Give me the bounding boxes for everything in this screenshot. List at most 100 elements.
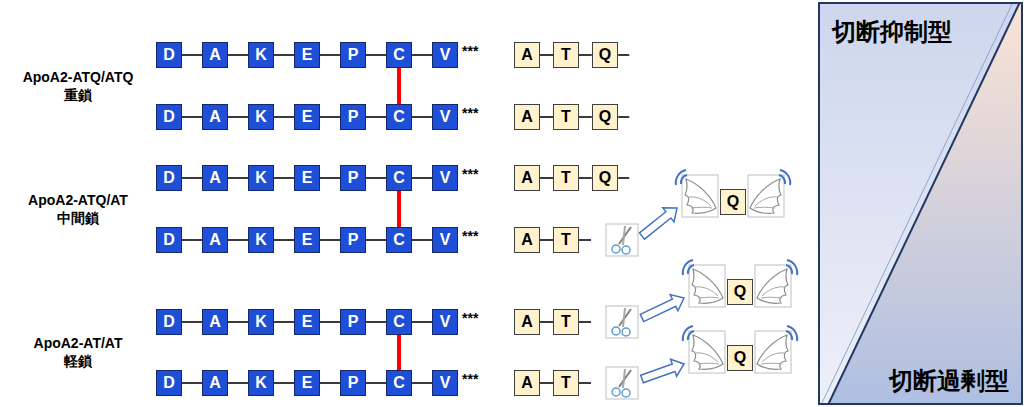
residue-letter: A: [209, 229, 221, 251]
residue-box: A: [514, 42, 540, 68]
residue-letter: D: [163, 167, 175, 189]
residue-letter: A: [209, 106, 221, 128]
wings-icon: [676, 170, 790, 217]
residue-box: D: [156, 370, 182, 396]
residue-box: E: [294, 227, 320, 253]
residue-box: D: [156, 104, 182, 130]
residue-box: P: [340, 42, 366, 68]
sequence-ellipsis: ***: [462, 43, 478, 60]
residue-box: A: [202, 42, 228, 68]
residue-letter: V: [440, 167, 451, 189]
residue-box: C: [386, 309, 412, 335]
residue-letter: V: [440, 106, 451, 128]
sequence-ellipsis: ***: [462, 228, 478, 245]
peptide-bond: [540, 177, 553, 179]
residue-letter: A: [209, 44, 221, 66]
residue-box: T: [553, 370, 579, 396]
peptide-bond: [366, 54, 386, 56]
residue-box: T: [553, 42, 579, 68]
residue-box: V: [432, 370, 458, 396]
panel-diagonal: [821, 2, 1013, 405]
residue-letter: C: [393, 44, 405, 66]
residue-box: A: [514, 104, 540, 130]
peptide-bond: [182, 382, 202, 384]
illustration: [579, 55, 797, 399]
residue-box: A: [514, 165, 540, 191]
residue-box: T: [553, 309, 579, 335]
residue-letter: K: [255, 167, 267, 189]
residue-letter: V: [440, 372, 451, 394]
residue-letter: A: [209, 311, 221, 333]
residue-box: C: [386, 165, 412, 191]
residue-letter: Q: [599, 106, 611, 128]
peptide-bond: [579, 54, 592, 56]
residue-box: C: [386, 227, 412, 253]
residue-box: K: [248, 165, 274, 191]
residue-letter: E: [302, 106, 313, 128]
disulfide-bond: [397, 68, 401, 104]
residue-letter: T: [561, 311, 571, 333]
residue-box: C: [386, 104, 412, 130]
peptide-bond: [182, 54, 202, 56]
residue-box: T: [553, 165, 579, 191]
peptide-bond: [274, 382, 294, 384]
peptide-bond: [366, 321, 386, 323]
panel-heading: 切断過剰型: [889, 367, 1009, 395]
residue-letter: A: [521, 44, 533, 66]
peptide-bond: [182, 177, 202, 179]
released-residue-box: Q: [720, 189, 746, 215]
residue-letter: E: [302, 229, 313, 251]
residue-box: A: [202, 370, 228, 396]
residue-letter: D: [163, 311, 175, 333]
residue-letter: D: [163, 106, 175, 128]
residue-letter: K: [255, 229, 267, 251]
peptide-bond: [540, 239, 553, 241]
residue-letter: K: [255, 311, 267, 333]
residue-letter: D: [163, 372, 175, 394]
residue-letter: P: [348, 167, 359, 189]
residue-letter: P: [348, 106, 359, 128]
peptide-bond: [412, 177, 432, 179]
scissors-icon: [606, 224, 638, 256]
residue-box: E: [294, 370, 320, 396]
residue-box: A: [514, 227, 540, 253]
chain-stub: [618, 116, 629, 118]
residue-box: P: [340, 104, 366, 130]
residue-box: D: [156, 309, 182, 335]
residue-letter: E: [302, 311, 313, 333]
residue-letter: P: [348, 229, 359, 251]
chain-stub: [618, 177, 629, 179]
peptide-bond: [540, 382, 553, 384]
residue-box: Q: [592, 42, 618, 68]
peptide-bond: [412, 321, 432, 323]
peptide-bond: [228, 382, 248, 384]
residue-letter: E: [302, 372, 313, 394]
residue-letter: D: [163, 44, 175, 66]
peptide-bond: [274, 321, 294, 323]
peptide-bond: [320, 177, 340, 179]
disulfide-bond: [397, 191, 401, 227]
variant-name: ApoA2-AT/AT: [34, 335, 123, 352]
peptide-bond: [320, 54, 340, 56]
peptide-bond: [412, 116, 432, 118]
residue-box: K: [248, 42, 274, 68]
peptide-bond: [228, 177, 248, 179]
chain-type: 重鎖: [64, 87, 92, 104]
residue-box: D: [156, 165, 182, 191]
residue-letter: T: [561, 44, 571, 66]
residue-box: T: [553, 104, 579, 130]
sequence-ellipsis: ***: [462, 310, 478, 327]
chain-type: 軽鎖: [64, 353, 92, 370]
chain-stub: [579, 321, 591, 323]
residue-letter: V: [440, 44, 451, 66]
released-residue-box: Q: [727, 345, 753, 371]
residue-box: Q: [592, 165, 618, 191]
variant-name: ApoA2-ATQ/AT: [28, 192, 128, 209]
residue-letter: A: [521, 229, 533, 251]
chain-stub: [618, 54, 629, 56]
residue-letter: Q: [734, 281, 746, 303]
residue-box: K: [248, 104, 274, 130]
residue-letter: C: [393, 311, 405, 333]
residue-letter: A: [521, 167, 533, 189]
peptide-bond: [274, 116, 294, 118]
